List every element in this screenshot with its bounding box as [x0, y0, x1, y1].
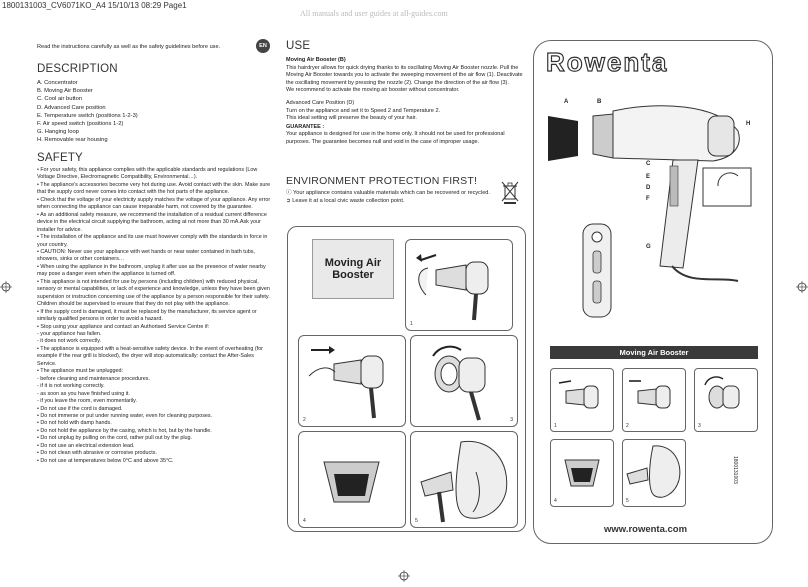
acp-label: Advanced Care Position (D)	[286, 99, 355, 106]
description-item: C. Cool air button	[37, 96, 83, 103]
registration-mark-right	[796, 280, 808, 293]
safety-paragraph: - it does not work correctly.	[37, 338, 102, 345]
intro-text: Read the instructions carefully as well …	[37, 44, 221, 50]
safety-paragraph: • The appliance's accessories become ver…	[37, 181, 271, 196]
safety-paragraph: • Stop using your appliance and contact …	[37, 323, 210, 330]
use-text: Moving Air Booster (B) This hairdryer al…	[286, 57, 524, 147]
safety-paragraph: • Do not immerse or put under running wa…	[37, 412, 213, 419]
rowenta-logo: Rowenta	[545, 46, 669, 77]
controls-closeup	[582, 223, 612, 318]
diagram-label: C	[646, 161, 651, 167]
woman-drying-hair-illustration	[420, 440, 508, 523]
step-thumb: 4	[550, 439, 614, 507]
step-thumb: 5	[622, 439, 686, 507]
brand-url[interactable]: www.rowenta.com	[604, 524, 688, 535]
safety-paragraph: - your appliance has fallen.	[37, 330, 102, 337]
weee-bin-icon	[500, 180, 520, 209]
watermark: All manuals and user guides at all-guide…	[300, 9, 448, 18]
safety-paragraph: • The installation of the appliance and …	[37, 234, 268, 248]
safety-paragraph: • Do not hold with damp hands.	[37, 420, 112, 427]
booster-bar-title: Moving Air Booster	[550, 346, 758, 359]
mab-text: This hairdryer allows for quick drying t…	[286, 64, 523, 86]
diagram-label: H	[746, 121, 751, 127]
booster-instructions-card: Moving Air Booster 1 2	[287, 226, 526, 532]
safety-title: SAFETY	[37, 152, 83, 164]
safety-paragraph: • The appliance is equipped with a heat-…	[37, 345, 263, 367]
diagram-label: B	[597, 99, 602, 105]
safety-paragraph: • Do not use if the cord is damaged.	[37, 405, 123, 412]
hairdryer-illustration	[432, 345, 486, 421]
diagram-label: D	[646, 185, 651, 191]
booster-card-title: Moving Air Booster	[312, 239, 394, 299]
product-overview-panel: Rowenta A B H C E D F G Moving Air Boost…	[533, 40, 773, 544]
safety-paragraph: • Do not hold the appliance by the casin…	[37, 427, 212, 434]
description-item: H. Removable rear housing	[37, 137, 108, 144]
step-panel: 3	[410, 335, 518, 427]
safety-paragraph: • If the supply cord is damaged, it must…	[37, 308, 257, 323]
environment-line-1: ⓘ Your appliance contains valuable mater…	[286, 190, 490, 196]
description-item: F. Air speed switch (positions 1-2)	[37, 121, 124, 128]
arrow-icon: ➲	[286, 197, 293, 204]
print-header: 1800131003_CV6071KO_A4 15/10/13 08:29 Pa…	[2, 1, 187, 10]
description-list: A. Concentrator B. Moving Air Booster C.…	[37, 79, 138, 145]
guarantee-text: Your appliance is designed for use in th…	[286, 131, 505, 145]
description-item: A. Concentrator	[37, 80, 78, 86]
diagram-label: G	[646, 244, 651, 250]
safety-paragraph: • Do not unplug by pulling on the cord, …	[37, 435, 193, 442]
diagram-label: E	[646, 174, 651, 180]
step-thumb: 1	[550, 368, 614, 432]
safety-paragraph: • As an additional safety measure, we re…	[37, 211, 267, 233]
diagram-label: A	[564, 99, 569, 105]
safety-paragraph: • The appliance must be unplugged:	[37, 368, 124, 375]
safety-paragraph: • Do not clean with abrasive or corrosiv…	[37, 450, 157, 457]
step-thumb: 2	[622, 368, 686, 432]
mab-label: Moving Air Booster (B)	[286, 57, 346, 63]
safety-paragraph: - as soon as you have finished using it.	[37, 390, 130, 397]
safety-paragraph: • Do not use an electrical extension lea…	[37, 442, 135, 449]
step-panel: 2	[298, 335, 406, 427]
hairdryer-diagram	[548, 105, 752, 282]
environment-line-2: ➲ Leave it at a local civic waste collec…	[286, 197, 405, 204]
environment-title: ENVIRONMENT PROTECTION FIRST!	[286, 175, 478, 187]
recycle-icon: ⓘ	[286, 190, 294, 196]
product-code: 1800131003	[732, 456, 738, 484]
description-item: G. Hanging loop	[37, 129, 79, 136]
registration-mark-left	[0, 280, 12, 293]
guarantee-label: GUARANTEE :	[286, 123, 325, 130]
safety-paragraph: • For your safety, this appliance compli…	[37, 167, 258, 181]
acp-text-1: Turn on the appliance and set it to Spee…	[286, 107, 441, 114]
description-item: E. Temperature switch (positions 1-2-3)	[37, 112, 138, 119]
language-badge: EN	[256, 39, 270, 53]
safety-paragraph: - if it is not working correctly.	[37, 383, 105, 390]
safety-paragraph: • When using the appliance in the bathro…	[37, 263, 266, 278]
safety-paragraph: • CAUTION: Never use your appliance with…	[37, 248, 255, 263]
mab-note: We recommend to activate the moving air …	[286, 87, 460, 94]
safety-paragraph: - if you leave the room, even momentaril…	[37, 398, 137, 405]
acp-text-2: This ideal setting will preserve the bea…	[286, 115, 417, 122]
hairdryer-illustration	[308, 346, 384, 419]
safety-text: • For your safety, this appliance compli…	[37, 167, 273, 465]
diagram-label: F	[646, 196, 650, 202]
concentrator-illustration	[323, 461, 380, 503]
description-item: B. Moving Air Booster	[37, 88, 93, 95]
hairdryer-illustration	[416, 254, 489, 321]
step-thumb: 3	[694, 368, 758, 432]
safety-paragraph: • Check that the voltage of your electri…	[37, 196, 271, 211]
description-title: DESCRIPTION	[37, 63, 118, 75]
registration-mark-bottom	[398, 569, 410, 582]
safety-paragraph: • Do not use at temperatures below 0°C a…	[37, 457, 174, 464]
environment-text: ⓘ Your appliance contains valuable mater…	[286, 190, 496, 205]
safety-paragraph: - before cleaning and maintenance proced…	[37, 375, 150, 382]
step-panel: 1	[405, 239, 513, 331]
safety-paragraph: • This appliance is not intended for use…	[37, 278, 270, 308]
step-panel: 5	[410, 431, 518, 528]
description-item: D. Advanced Care position	[37, 104, 106, 111]
step-panel: 4	[298, 431, 406, 528]
use-title: USE	[286, 40, 311, 52]
